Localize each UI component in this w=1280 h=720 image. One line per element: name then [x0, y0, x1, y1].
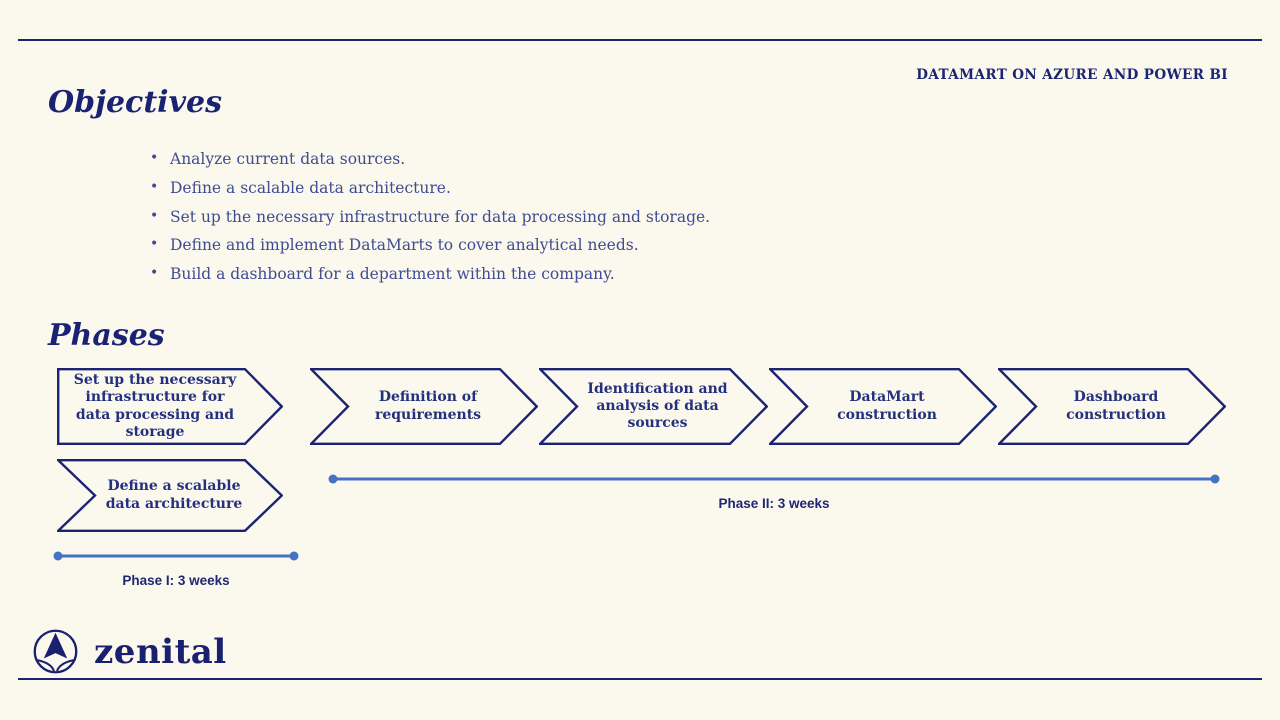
chevron-arrow-shape	[57, 459, 283, 532]
chevron-arrow-shape	[998, 368, 1226, 445]
phase-step-datamart: DataMart construction	[769, 368, 997, 445]
phase1-duration-label: Phase I: 3 weeks	[122, 573, 230, 588]
phase-step-dashboard: Dashboard construction	[998, 368, 1226, 445]
phase-step-label: Definition of requirements	[374, 389, 482, 423]
chevron-arrow-shape	[310, 368, 538, 445]
top-divider	[18, 39, 1262, 41]
footer: zenital	[32, 628, 227, 675]
objective-item: Set up the necessary infrastructure for …	[148, 208, 908, 226]
bottom-divider	[18, 678, 1262, 680]
phase-step-label: Define a scalable data architecture	[105, 478, 243, 512]
phase1-timeline-line	[53, 551, 299, 561]
zenital-compass-icon	[32, 628, 79, 675]
chevron-arrow-shape	[769, 368, 997, 445]
brand-wordmark: zenital	[94, 631, 227, 672]
chevron-arrow-shape	[539, 368, 768, 445]
phase-step-label: Set up the necessary infrastructure for …	[73, 372, 237, 440]
objective-item: Build a dashboard for a department withi…	[148, 265, 908, 283]
phase2-duration-label: Phase II: 3 weeks	[718, 496, 830, 511]
phase-step-label: Dashboard construction	[1066, 389, 1166, 423]
phase-step-label: DataMart construction	[837, 389, 937, 423]
phase2-timeline-line	[328, 474, 1220, 484]
objective-item: Analyze current data sources.	[148, 150, 908, 168]
presentation-title: DATAMART ON AZURE AND POWER BI	[916, 67, 1228, 83]
phase-step-infrastructure: Set up the necessary infrastructure for …	[57, 368, 283, 445]
objectives-heading: Objectives	[48, 85, 222, 120]
phase-step-identification: Identification and analysis of data sour…	[539, 368, 768, 445]
objective-item: Define and implement DataMarts to cover …	[148, 236, 908, 254]
pentagon-arrow-shape	[57, 368, 283, 445]
phase-step-requirements: Definition of requirements	[310, 368, 538, 445]
phase1-timeline: Phase I: 3 weeks	[50, 549, 302, 588]
phases-heading: Phases	[48, 318, 165, 353]
objectives-list: Analyze current data sources. Define a s…	[148, 150, 908, 294]
phase-step-architecture: Define a scalable data architecture	[57, 459, 283, 532]
objective-item: Define a scalable data architecture.	[148, 179, 908, 197]
phase-step-label: Identification and analysis of data sour…	[587, 380, 728, 432]
phase2-timeline: Phase II: 3 weeks	[325, 472, 1223, 511]
